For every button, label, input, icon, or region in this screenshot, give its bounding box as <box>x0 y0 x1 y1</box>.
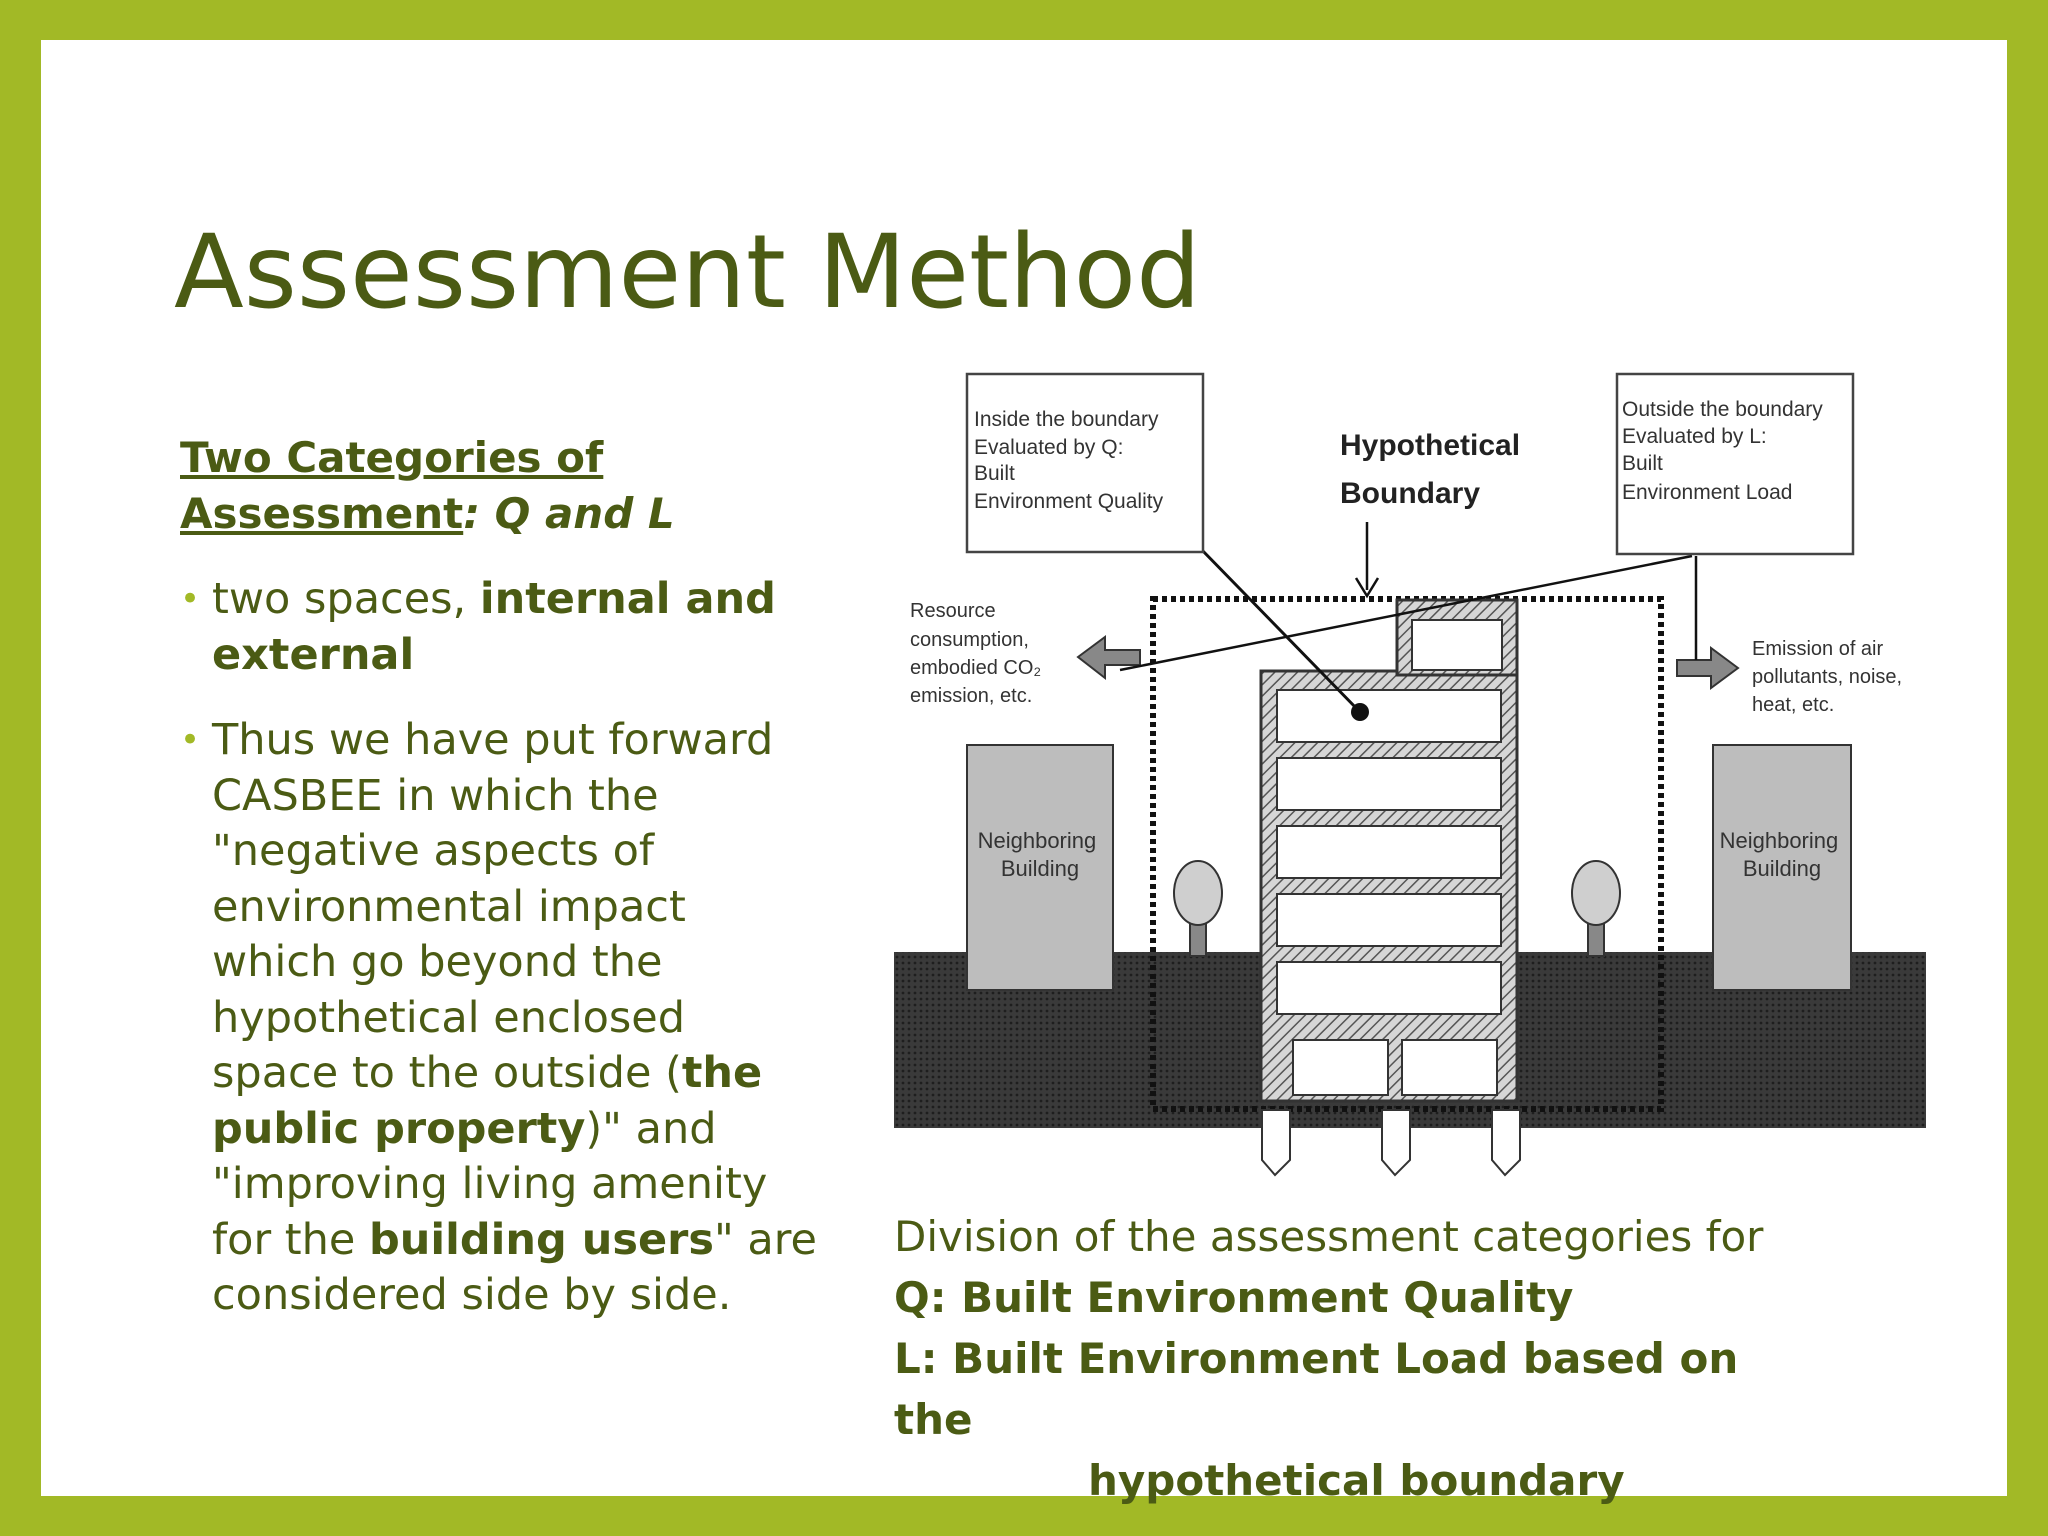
bullet-text: Thus we have put forward CASBEE in which… <box>212 715 774 1098</box>
tree-left-icon <box>1173 860 1223 957</box>
boundary-arrow-icon <box>1354 577 1380 599</box>
inside-point <box>1351 703 1369 721</box>
caption-line: Q: Built Environment Quality <box>894 1273 1574 1322</box>
inside-boundary-box <box>965 372 1205 554</box>
neighbor-left-label: Neighboring Building <box>978 828 1103 881</box>
outside-leader-line-left <box>1119 554 1693 672</box>
caption-line: L: Built Environment Load based on the <box>894 1334 1739 1444</box>
inside-leader-line <box>1198 546 1362 714</box>
bullet-dot-icon: • <box>180 720 201 760</box>
arrow-right-icon <box>1676 646 1740 690</box>
bullet-bold-text: internal and external <box>212 574 776 680</box>
neighbor-building-left <box>966 744 1114 991</box>
resource-consumption-label: Resource consumption, embodied CO₂ emiss… <box>910 600 1047 707</box>
caption-line: hypothetical boundary <box>1088 1456 1625 1505</box>
emission-label: Emission of air pollutants, noise, heat,… <box>1752 638 1908 716</box>
bullet-item: • Thus we have put forward CASBEE in whi… <box>180 713 820 1324</box>
subheading-underlined: Two Categories of Assessment <box>180 433 604 538</box>
building <box>1259 598 1521 1177</box>
inside-boundary-text: Inside the boundary Evaluated by Q: Buil… <box>974 408 1164 513</box>
outside-boundary-box <box>1615 372 1855 556</box>
arrow-left-icon <box>1076 635 1141 681</box>
bullet-bold-text: the public property <box>212 1048 763 1154</box>
subheading-italic: : Q and L <box>463 489 675 538</box>
diagram-caption: Division of the assessment categories fo… <box>894 1206 1794 1511</box>
tree-right-icon <box>1571 860 1621 957</box>
bullet-text: )" and "improving living amenity for the <box>212 1103 768 1265</box>
neighbor-building-right <box>1712 744 1852 991</box>
bullet-bold-text: building users <box>369 1214 714 1265</box>
bullet-text: two spaces, <box>212 574 480 624</box>
bullet-dot-icon: • <box>180 579 201 619</box>
left-text-column: Two Categories of Assessment: Q and L • … <box>180 430 820 1354</box>
neighbor-right-label: Neighboring Building <box>1720 828 1845 881</box>
hypothetical-boundary-label: Hypothetical Boundary <box>1340 429 1528 510</box>
caption-line: Division of the assessment categories fo… <box>894 1212 1764 1261</box>
subheading: Two Categories of Assessment: Q and L <box>180 430 820 542</box>
bullet-item: • two spaces, internal and external <box>180 572 820 683</box>
bullet-text: " are considered side by side. <box>212 1214 817 1321</box>
slide-title: Assessment Method <box>174 213 1201 332</box>
outside-boundary-text: Outside the boundary Evaluated by L: Bui… <box>1622 398 1829 504</box>
